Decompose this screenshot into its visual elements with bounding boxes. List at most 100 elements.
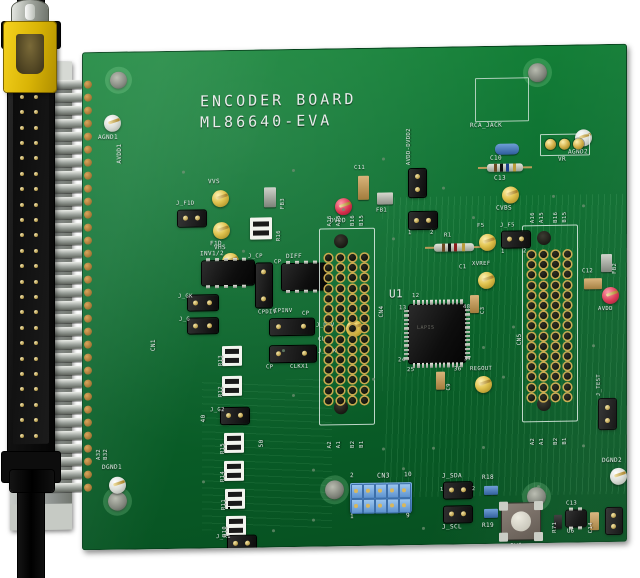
- ic-u1-marking: LAPIS: [417, 324, 435, 332]
- mounting-hole-bottom-left: [108, 491, 127, 511]
- testpoint-dgnd1-label: DGND1: [102, 463, 123, 471]
- testpoint-dgnd2-label: DGND2: [602, 456, 623, 465]
- jumper-j-clk[interactable]: [270, 345, 316, 363]
- testpoint-f5-label: F5: [477, 222, 485, 230]
- jumper-j-scl[interactable]: [444, 506, 472, 523]
- jumper-j-test[interactable]: [599, 398, 616, 430]
- jumper-j-sda-label: J_SDA: [442, 472, 463, 480]
- resistor-r19-label: R19: [482, 521, 495, 529]
- ferrite-fb2-label: FB2: [612, 262, 618, 274]
- resistor-array-r16: [224, 432, 244, 454]
- ic-u1-pin37: 37: [464, 356, 472, 363]
- jumper-j-g-label: J_G: [179, 316, 191, 323]
- jumper-j-scl-label: J_SCL: [442, 523, 463, 531]
- cn4-bot-label-a1: A1: [336, 440, 342, 449]
- ic-u6: [566, 507, 586, 530]
- cn4-top-label-b16: B16: [350, 214, 356, 227]
- jumper-j-f1d[interactable]: [178, 210, 206, 227]
- connector-cn4-label: CN4: [378, 305, 385, 318]
- rca-jack[interactable]: [0, 0, 62, 578]
- jumper-j-sda[interactable]: [444, 482, 472, 499]
- cn3-pin-label-9: 9: [406, 512, 411, 520]
- jumper-j-f5[interactable]: [502, 231, 530, 248]
- testpoint-cvbs-label: CVBS: [496, 204, 513, 212]
- mounting-hole-top-left: [110, 71, 127, 89]
- resistor-r1-label: R1: [444, 232, 452, 239]
- jumper-j-sda-pin1: 1: [440, 486, 444, 493]
- ic-u1-label: U1: [389, 287, 404, 301]
- testpoint-dvdd[interactable]: [335, 198, 352, 216]
- cn5-bot-label-a2: A2: [530, 437, 536, 446]
- resistor-array-r13: [222, 375, 242, 397]
- resistor-array-r14: [222, 345, 242, 367]
- idc-pin-label-40: 40: [200, 414, 207, 423]
- cn4-top-label-a16: A16: [327, 215, 333, 227]
- testpoint-f1d[interactable]: [213, 221, 230, 240]
- cn3-pin-label-1: 1: [350, 513, 355, 521]
- jumper-j-r1[interactable]: [228, 535, 256, 551]
- connector-cn4-pin-grid: [82, 44, 627, 405]
- ic-diff-label: DIFF: [286, 252, 303, 261]
- cn4-bot-label-a2: A2: [327, 440, 333, 449]
- header-vr[interactable]: [540, 133, 590, 157]
- testpoint-agnd1[interactable]: [104, 114, 121, 132]
- jumper-avdd-dvdd2[interactable]: [409, 168, 426, 198]
- jumper-fb1-pin1: 1: [408, 230, 412, 237]
- connector-cn5-label: CN5: [516, 333, 523, 346]
- jumper-j-gk-label: J_GK: [178, 293, 193, 300]
- cn5-bot-label-a1: A1: [539, 437, 545, 446]
- ic-u1-pin25: 25: [407, 367, 415, 374]
- capacitor-c10-label: C10: [490, 154, 503, 162]
- ferrite-fb3: [264, 187, 276, 208]
- testpoint-avdd-label: AVDD: [598, 305, 613, 313]
- ic-u1-pin13: 13: [399, 305, 407, 312]
- testpoint-dgnd1[interactable]: [109, 476, 126, 494]
- jumper-fb1-header[interactable]: [409, 211, 437, 230]
- resistor-array-r15: [224, 460, 244, 482]
- jumper-j-div[interactable]: [270, 318, 314, 336]
- resistor-r18: [484, 485, 498, 495]
- resistor-r1: [425, 243, 483, 252]
- jumper-j-g2[interactable]: [221, 407, 249, 425]
- ic-u6-label: U6: [567, 528, 575, 535]
- jumper-j-f5-label: J_F5: [500, 222, 515, 229]
- capacitor-c14-label: C14: [588, 522, 594, 534]
- header-vr-label: VR: [558, 155, 567, 163]
- switch-sw6[interactable]: [499, 501, 543, 542]
- silk-cp-div: CP: [302, 310, 310, 317]
- testpoint-vvs[interactable]: [212, 189, 229, 208]
- board-title-line1: ENCODER BOARD: [200, 89, 357, 111]
- connector-cn1-label: CN1: [150, 339, 157, 352]
- ic-u1: LAPIS: [404, 299, 470, 369]
- capacitor-c1-label: C1: [459, 264, 467, 271]
- ic-u1-pin24: 24: [398, 357, 406, 364]
- jumper-j-cp[interactable]: [256, 263, 272, 308]
- resistor-r10-label: C13: [494, 174, 507, 182]
- silk-avdd1: AVDD1: [116, 143, 123, 164]
- testpoint-agnd1-label: AGND1: [98, 133, 119, 142]
- jumper-fb1-pin2: 2: [430, 229, 434, 236]
- jumper-j-f1d-label: J_F1D: [176, 200, 195, 207]
- cn5-top-label-a15: A15: [539, 211, 545, 224]
- connector-cn3[interactable]: [350, 482, 412, 515]
- cn4-bot-label-b1: B1: [359, 440, 365, 448]
- edge-label-a32: A32: [96, 448, 102, 461]
- jumper-j-g2-label: J_G2: [210, 407, 225, 414]
- capacitor-c12-label: C12: [582, 268, 594, 275]
- ic-u1-pin36: 36: [454, 366, 462, 373]
- resistor-array-r12: [225, 488, 245, 510]
- resistor-r15-label: R14: [220, 470, 226, 483]
- capacitor-c11: [358, 175, 369, 200]
- cn5-bot-label-b2: B2: [553, 437, 559, 445]
- jumper-bottom-right[interactable]: [606, 507, 622, 535]
- silk-cpdiv: CPDIV: [258, 309, 277, 316]
- ferrite-fb3-label: FB3: [280, 197, 286, 210]
- idc-pin-label-50: 50: [258, 439, 265, 448]
- switch-sw6-label: SW6: [510, 542, 523, 550]
- ferrite-fb2: [601, 253, 612, 273]
- silk-clkx1: CLKX1: [290, 363, 309, 371]
- silk-cp-lower: CP: [266, 364, 274, 371]
- testpoint-vvs-label: VVS: [208, 178, 221, 186]
- jumper-j-g[interactable]: [188, 318, 218, 334]
- cn5-bot-label-b1: B1: [562, 437, 568, 445]
